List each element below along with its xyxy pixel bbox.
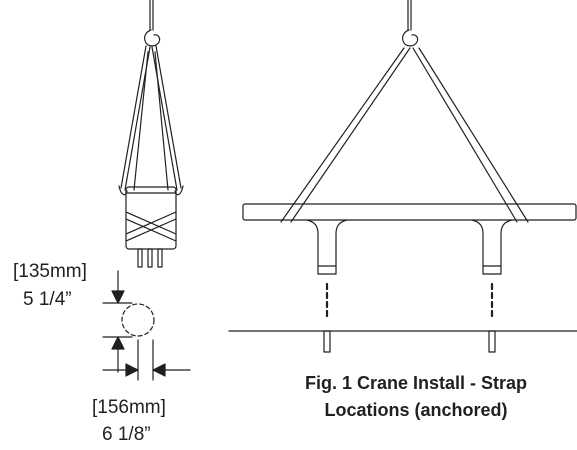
height-dimension-metric: [135mm]: [13, 261, 87, 282]
caption-line-2: Locations (anchored): [324, 400, 508, 420]
side-crane-hook: [144, 29, 161, 47]
width-arrowhead-right: [152, 363, 166, 377]
front-beam: [242, 203, 577, 221]
side-anchor-rod-1: [137, 248, 143, 268]
width-dimension-metric: [156mm]: [92, 397, 166, 418]
width-dimension-imperial: 6 1/8”: [102, 424, 151, 445]
side-strap-loop-right: [174, 185, 184, 196]
floor-anchor-left: [323, 330, 331, 353]
figure-caption: Fig. 1 Crane Install - Strap Locations (…: [268, 370, 564, 424]
side-anchor-rod-3: [157, 248, 163, 268]
width-arrowhead-left: [125, 363, 139, 377]
front-leg-right: [471, 219, 513, 275]
side-strap-left: [120, 45, 151, 191]
side-cross-strap-a: [125, 211, 177, 242]
side-strap-loop-left: [118, 185, 128, 196]
side-strap-inner-left: [133, 51, 149, 191]
height-dimension-imperial: 5 1/4”: [23, 289, 72, 310]
front-strap-left: [280, 47, 411, 223]
front-leg-left: [306, 219, 348, 275]
front-crane-hook: [402, 29, 419, 47]
height-arrowhead-bottom: [111, 336, 125, 350]
front-crane-cable: [407, 0, 412, 31]
side-cross-strap-b: [125, 211, 177, 242]
front-strap-right: [412, 47, 529, 223]
caption-line-1: Fig. 1 Crane Install - Strap: [304, 373, 528, 393]
side-block: [125, 186, 177, 250]
floor-anchor-right: [488, 330, 496, 353]
anchor-hole-outline: [121, 303, 155, 337]
front-view: [228, 0, 577, 353]
height-arrowhead-top: [111, 290, 125, 304]
side-view: [118, 0, 184, 268]
hole-detail: [102, 270, 191, 381]
side-crane-cable: [149, 0, 154, 31]
side-anchor-rod-2: [147, 248, 153, 268]
side-strap-inner-right: [154, 51, 169, 191]
side-strap-right: [151, 45, 182, 191]
